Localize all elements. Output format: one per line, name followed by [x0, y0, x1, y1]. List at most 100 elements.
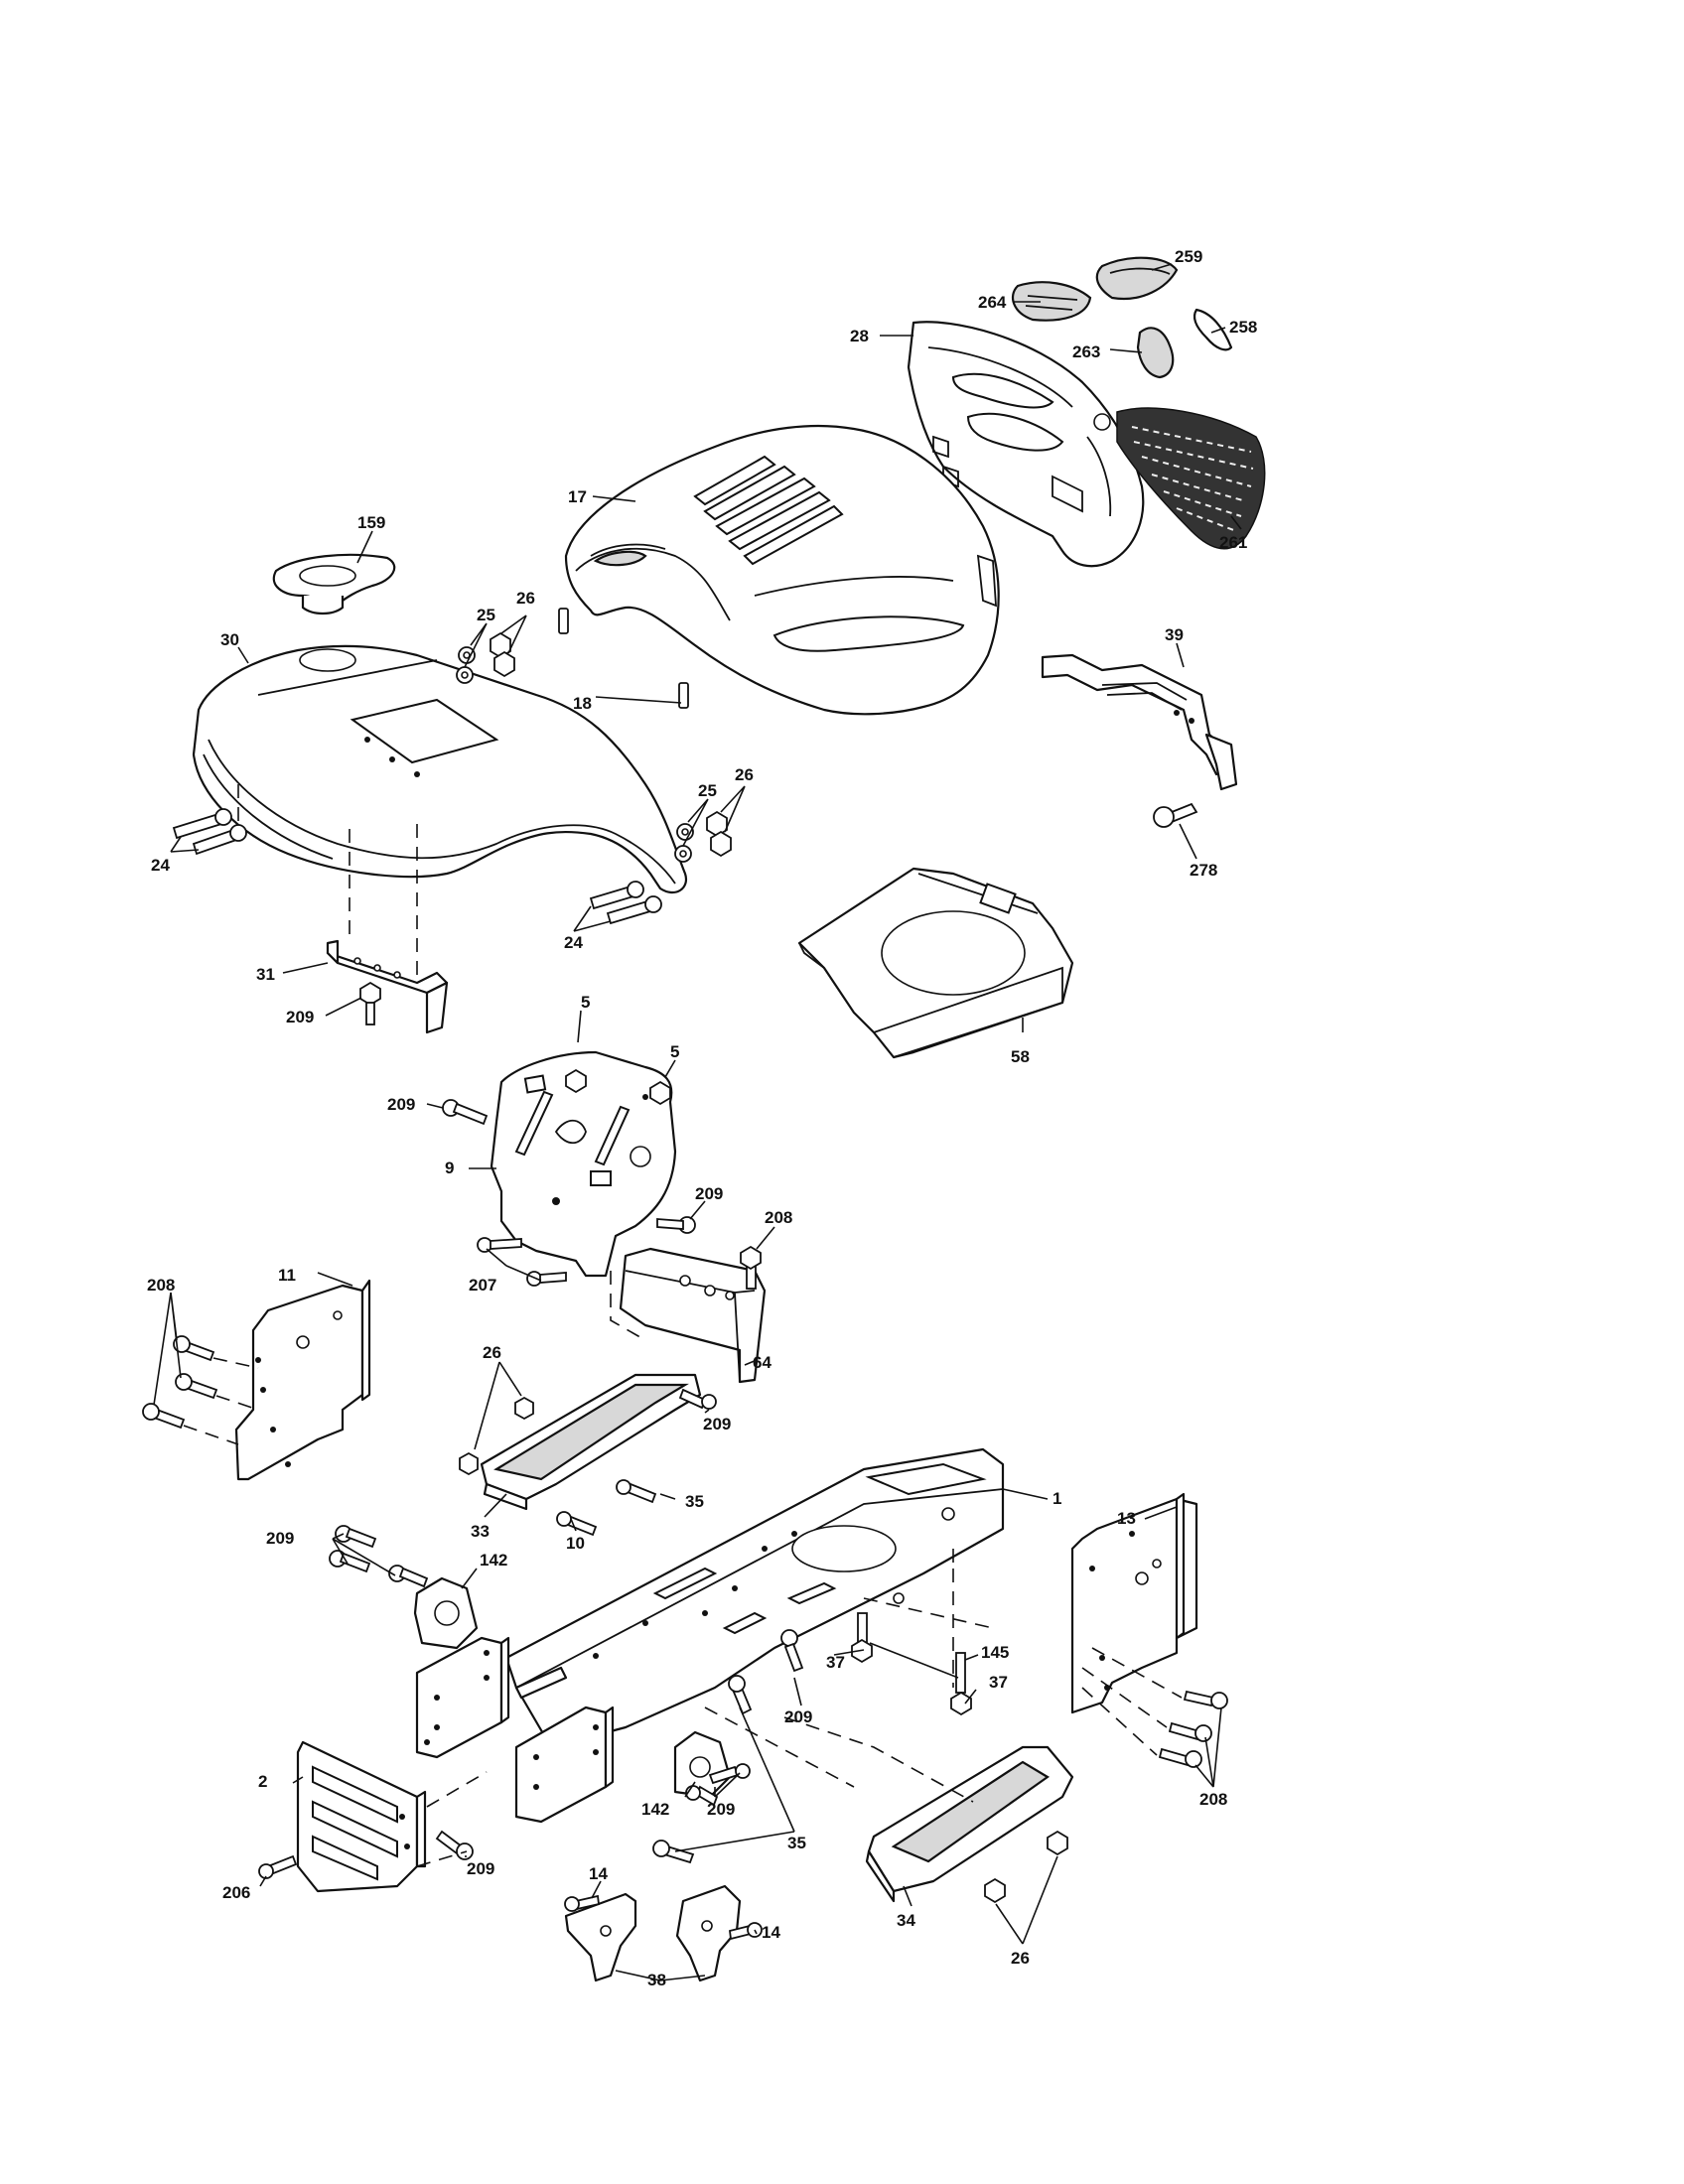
footrest-33 — [480, 1373, 702, 1511]
label-28: 28 — [850, 327, 869, 345]
label-26d: 26 — [1011, 1949, 1030, 1968]
dash-panel-9 — [490, 1050, 677, 1278]
label-209e: 209 — [266, 1529, 294, 1548]
label-259: 259 — [1175, 247, 1202, 266]
label-207: 207 — [469, 1276, 496, 1295]
nuts-26-lower-right — [984, 1830, 1068, 1904]
bolts-208-left — [142, 1335, 218, 1430]
bolt-209-near-31 — [359, 981, 381, 1025]
label-13: 13 — [1117, 1509, 1136, 1528]
nuts-26-lower — [706, 810, 732, 858]
label-142b: 142 — [641, 1800, 669, 1819]
nuts-26-mid — [459, 1396, 534, 1476]
footrest-34 — [865, 1745, 1074, 1903]
bolts-37-145 — [851, 1612, 972, 1716]
label-24a: 24 — [151, 856, 170, 875]
headlight-trim-259 — [1095, 256, 1179, 301]
label-25a: 25 — [477, 606, 495, 624]
label-37b: 37 — [989, 1673, 1008, 1692]
label-208b: 208 — [147, 1276, 175, 1295]
grille-261 — [1116, 407, 1266, 550]
pin-18 — [558, 608, 689, 709]
label-142a: 142 — [480, 1551, 507, 1570]
screw-278 — [1153, 802, 1198, 828]
washers-25-upper — [456, 646, 476, 684]
label-209g: 209 — [707, 1800, 735, 1819]
bolts-35 — [652, 1675, 753, 1864]
bracket-31 — [326, 939, 449, 1034]
label-26a: 26 — [516, 589, 535, 608]
label-145: 145 — [981, 1643, 1009, 1662]
label-209b: 209 — [387, 1095, 415, 1114]
pan-58 — [797, 867, 1074, 1059]
bolt-206 — [258, 1854, 298, 1879]
headlight-lens-264 — [1011, 281, 1092, 322]
bolt-209-mid — [780, 1629, 804, 1673]
hood-17 — [564, 424, 1000, 716]
bolts-24-left — [172, 808, 247, 856]
front-hood-28 — [907, 321, 1145, 568]
label-209f: 209 — [784, 1707, 812, 1726]
label-209c: 209 — [695, 1184, 723, 1203]
label-25b: 25 — [698, 781, 717, 800]
label-263: 263 — [1072, 342, 1100, 361]
label-209a: 209 — [286, 1008, 314, 1026]
label-258: 258 — [1229, 318, 1257, 337]
label-1: 1 — [1052, 1489, 1061, 1508]
label-261: 261 — [1219, 533, 1247, 552]
side-plate-11 — [234, 1279, 371, 1481]
spacer-bar — [514, 1666, 568, 1700]
label-2: 2 — [258, 1772, 267, 1791]
label-37a: 37 — [826, 1653, 845, 1672]
leader-lines — [153, 263, 1242, 1981]
label-5b: 5 — [670, 1042, 679, 1061]
label-278: 278 — [1190, 861, 1217, 880]
frame-plate-middle — [514, 1706, 615, 1824]
bolts-209-near-9 — [442, 1099, 696, 1234]
label-35a: 35 — [685, 1492, 704, 1511]
label-208a: 208 — [765, 1208, 792, 1227]
bracket-38-right — [675, 1884, 742, 1982]
fender-30 — [192, 644, 688, 894]
label-264: 264 — [978, 293, 1007, 312]
bracket-64 — [619, 1247, 767, 1384]
label-208c: 208 — [1199, 1790, 1227, 1809]
label-35b: 35 — [787, 1834, 806, 1852]
label-31: 31 — [256, 965, 275, 984]
label-30: 30 — [220, 630, 239, 649]
bolt-209-bottom — [435, 1830, 474, 1860]
label-24b: 24 — [564, 933, 583, 952]
bolt-208-top — [740, 1245, 762, 1290]
label-58: 58 — [1011, 1047, 1030, 1066]
label-14a: 14 — [589, 1864, 608, 1883]
label-39: 39 — [1165, 625, 1184, 644]
label-159: 159 — [357, 513, 385, 532]
label-26b: 26 — [735, 765, 754, 784]
bolts-208-right — [1158, 1690, 1228, 1768]
label-5a: 5 — [581, 993, 590, 1012]
bracket-39 — [1041, 653, 1238, 791]
label-209h: 209 — [467, 1859, 494, 1878]
side-plate-13 — [1070, 1492, 1198, 1714]
fuel-cap-159 — [272, 553, 396, 615]
label-18: 18 — [573, 694, 592, 713]
label-64: 64 — [753, 1353, 772, 1372]
label-14b: 14 — [762, 1923, 780, 1942]
bolts-24-right — [589, 881, 662, 925]
headlight-lens-263 — [1136, 327, 1175, 379]
bolts-209-left-group — [329, 1525, 429, 1588]
bracket-142-upper — [413, 1576, 479, 1650]
label-17: 17 — [568, 487, 587, 506]
label-38: 38 — [647, 1971, 666, 1989]
frame-1 — [504, 1447, 1005, 1749]
label-10: 10 — [566, 1534, 585, 1553]
plate-2 — [296, 1740, 427, 1893]
frame-plate-left — [415, 1636, 510, 1759]
label-33: 33 — [471, 1522, 490, 1541]
bracket-38-left — [564, 1892, 637, 1982]
label-206: 206 — [222, 1883, 250, 1902]
label-26c: 26 — [483, 1343, 501, 1362]
nuts-26-upper — [490, 631, 515, 678]
label-11: 11 — [278, 1266, 296, 1285]
